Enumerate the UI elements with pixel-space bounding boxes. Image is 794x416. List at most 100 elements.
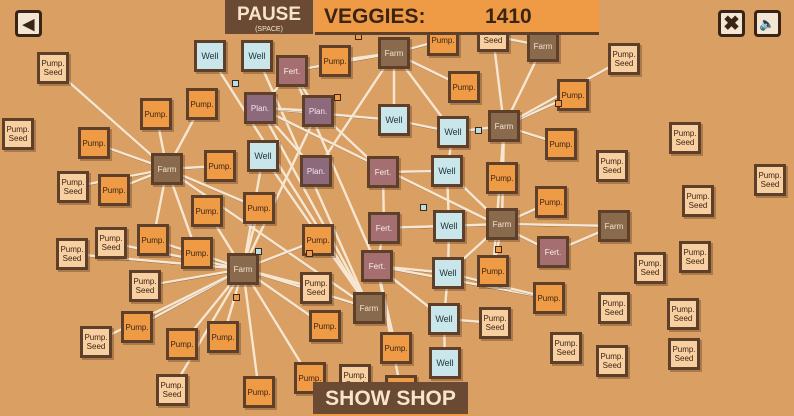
node-label: Pump. Seed (133, 277, 157, 295)
pumpkin-seed-node[interactable]: Pump. Seed (682, 185, 714, 217)
pumpkin-seed-node[interactable]: Pump. Seed (300, 272, 332, 304)
pumpkin-node[interactable]: Pump. (243, 192, 275, 224)
connection-line (110, 241, 244, 271)
farm-node[interactable]: Farm (227, 253, 259, 285)
pumpkin-seed-node[interactable]: Pump. Seed (95, 227, 127, 259)
connector-port[interactable] (475, 127, 482, 134)
node-label: Plan. (308, 106, 328, 116)
pumpkin-seed-node[interactable]: Pump. Seed (667, 298, 699, 330)
pumpkin-node[interactable]: Pump. (535, 186, 567, 218)
connector-port[interactable] (334, 94, 341, 101)
pumpkin-node[interactable]: Pump. (557, 79, 589, 111)
close-button[interactable]: ✖ (718, 10, 745, 37)
well-node[interactable]: Well (378, 104, 410, 136)
pumpkin-node[interactable]: Pump. (191, 195, 223, 227)
pumpkin-node[interactable]: Pump. (204, 150, 236, 182)
node-label: Pump. Seed (672, 345, 696, 363)
node-label: Farm (359, 303, 379, 313)
pause-button[interactable]: PAUSE (SPACE) (225, 0, 313, 34)
pumpkin-node[interactable]: Pump. (78, 127, 110, 159)
fertilizer-node[interactable]: Fert. (368, 212, 400, 244)
fertilizer-node[interactable]: Fert. (537, 236, 569, 268)
pumpkin-seed-node[interactable]: Pump. Seed (2, 118, 34, 150)
planter-node[interactable]: Plan. (300, 155, 332, 187)
node-label: Well (444, 126, 462, 137)
pumpkin-seed-node[interactable]: Pump. Seed (37, 52, 69, 84)
show-shop-button[interactable]: SHOW SHOP (313, 382, 468, 416)
pumpkin-node[interactable]: Pump. (545, 128, 577, 160)
pumpkin-seed-node[interactable]: Pump. Seed (754, 164, 786, 196)
well-node[interactable]: Well (241, 40, 273, 72)
farm-node[interactable]: Farm (151, 153, 183, 185)
node-label: Pump. Seed (673, 129, 697, 147)
planter-node[interactable]: Plan. (302, 95, 334, 127)
farm-node[interactable]: Farm (488, 110, 520, 142)
pumpkin-seed-node[interactable]: Pump. Seed (596, 150, 628, 182)
connector-port[interactable] (495, 246, 502, 253)
pumpkin-node[interactable]: Pump. (477, 255, 509, 287)
farm-node[interactable]: Farm (378, 37, 410, 69)
back-arrow-icon: ◀ (22, 15, 35, 33)
pumpkin-seed-node[interactable]: Pump. Seed (56, 238, 88, 270)
well-node[interactable]: Well (433, 210, 465, 242)
veggies-value: 1410 (485, 5, 532, 28)
connector-port[interactable] (420, 204, 427, 211)
pumpkin-seed-node[interactable]: Pump. Seed (57, 171, 89, 203)
pumpkin-node[interactable]: Pump. (186, 88, 218, 120)
pumpkin-node[interactable]: Pump. (137, 224, 169, 256)
back-button[interactable]: ◀ (15, 10, 42, 37)
node-label: Pump. Seed (483, 314, 507, 332)
pumpkin-seed-node[interactable]: Pump. Seed (598, 292, 630, 324)
pumpkin-node[interactable]: Pump. (319, 45, 351, 77)
well-node[interactable]: Well (194, 40, 226, 72)
pumpkin-seed-node[interactable]: Pump. Seed (156, 374, 188, 406)
well-node[interactable]: Well (247, 140, 279, 172)
node-label: Fert. (283, 66, 301, 76)
fertilizer-node[interactable]: Fert. (276, 55, 308, 87)
pumpkin-seed-node[interactable]: Pump. Seed (679, 241, 711, 273)
pumpkin-seed-node[interactable]: Pump. Seed (80, 326, 112, 358)
pumpkin-node[interactable]: Pump. (380, 332, 412, 364)
fertilizer-node[interactable]: Fert. (367, 156, 399, 188)
pumpkin-seed-node[interactable]: Pump. Seed (596, 345, 628, 377)
pumpkin-seed-node[interactable]: Pump. Seed (669, 122, 701, 154)
pumpkin-node[interactable]: Pump. (121, 311, 153, 343)
pumpkin-seed-node[interactable]: Pump. Seed (129, 270, 161, 302)
farm-node[interactable]: Farm (598, 210, 630, 242)
sound-button[interactable]: 🔈 (754, 10, 781, 37)
farm-node[interactable]: Farm (353, 292, 385, 324)
well-node[interactable]: Well (437, 116, 469, 148)
node-label: Well (248, 50, 266, 61)
pumpkin-node[interactable]: Pump. (140, 98, 172, 130)
pumpkin-node[interactable]: Pump. (181, 237, 213, 269)
pumpkin-node[interactable]: Pump. (486, 162, 518, 194)
pumpkin-seed-node[interactable]: Pump. Seed (634, 252, 666, 284)
pumpkin-node[interactable]: Pump. (309, 310, 341, 342)
farm-node[interactable]: Farm (486, 208, 518, 240)
fertilizer-node[interactable]: Fert. (361, 250, 393, 282)
connector-port[interactable] (232, 80, 239, 87)
pumpkin-node[interactable]: Pump. (243, 376, 275, 408)
pumpkin-node[interactable]: Pump. (166, 328, 198, 360)
connector-port[interactable] (255, 248, 262, 255)
connector-port[interactable] (233, 294, 240, 301)
pumpkin-seed-node[interactable]: Pump. Seed (479, 307, 511, 339)
connector-port[interactable] (555, 100, 562, 107)
node-label: Well (385, 114, 403, 125)
connector-port[interactable] (306, 250, 313, 257)
pumpkin-node[interactable]: Pump. (207, 321, 239, 353)
pumpkin-seed-node[interactable]: Pump. Seed (668, 338, 700, 370)
well-node[interactable]: Well (431, 155, 463, 187)
node-label: Pump. (313, 321, 337, 331)
pumpkin-seed-node[interactable]: Pump. Seed (608, 43, 640, 75)
node-label: Pump. (102, 185, 126, 195)
pumpkin-node[interactable]: Pump. (448, 71, 480, 103)
well-node[interactable]: Well (432, 257, 464, 289)
pumpkin-seed-node[interactable]: Pump. Seed (550, 332, 582, 364)
pumpkin-node[interactable]: Pump. (533, 282, 565, 314)
well-node[interactable]: Well (428, 303, 460, 335)
planter-node[interactable]: Plan. (244, 92, 276, 124)
well-node[interactable]: Well (429, 347, 461, 379)
pumpkin-node[interactable]: Pump. (98, 174, 130, 206)
